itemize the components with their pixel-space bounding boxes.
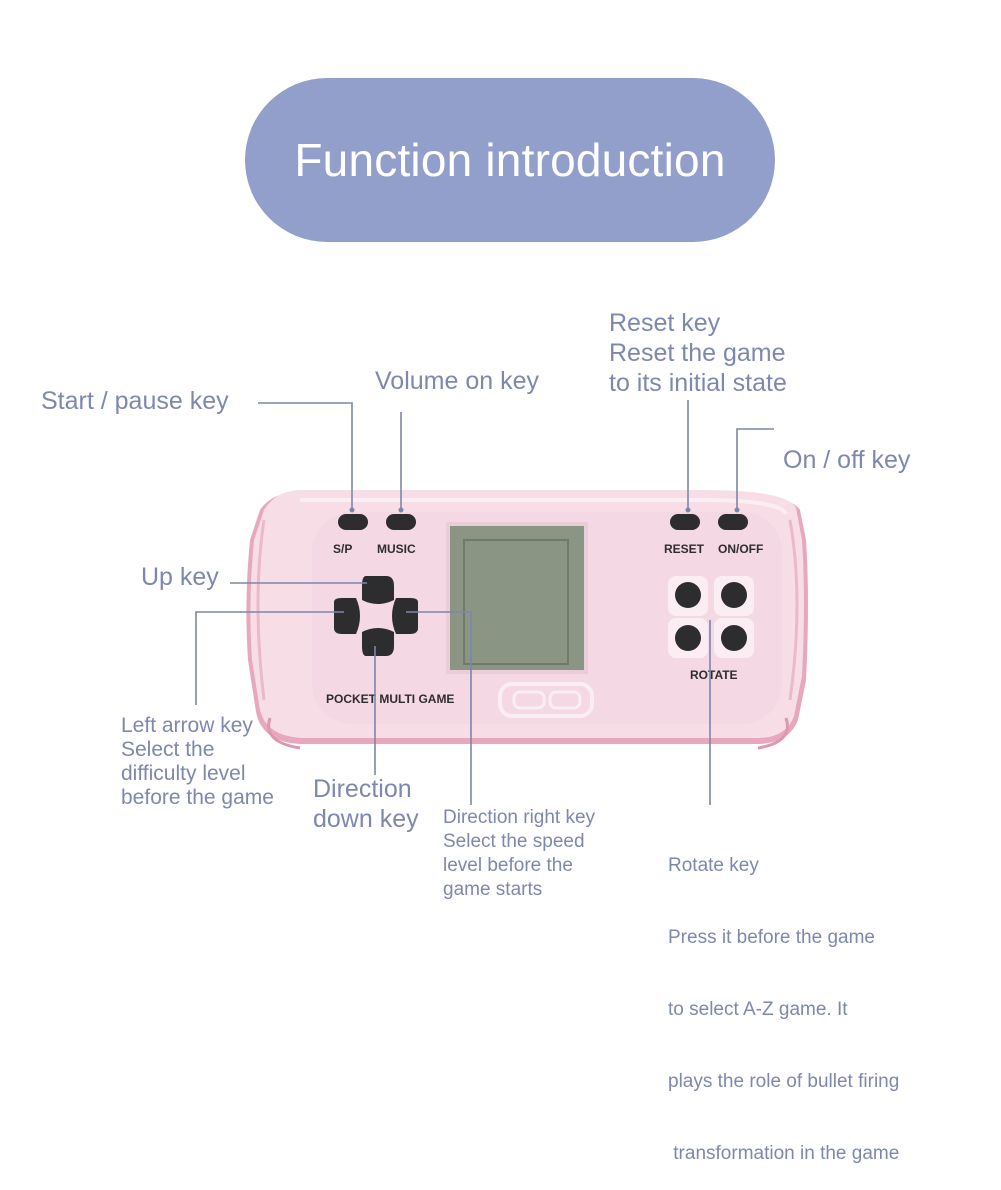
on-off-label: On / off key <box>783 446 911 474</box>
reset-label: RESET <box>664 542 705 556</box>
reset-key-label: Reset key Reset the game to its initial … <box>609 309 787 397</box>
left-key[interactable] <box>334 598 360 634</box>
lcd-screen <box>446 522 588 674</box>
right-key[interactable] <box>392 598 418 634</box>
onoff-label: ON/OFF <box>718 542 763 556</box>
up-key-label: Up key <box>141 563 219 591</box>
leader-onoff <box>736 428 774 510</box>
rotate-key[interactable] <box>721 625 747 651</box>
direction-right-label: Direction right key Select the speed lev… <box>443 807 596 900</box>
rotate-label: ROTATE <box>690 668 738 682</box>
start-pause-label: Start / pause key <box>41 387 229 415</box>
up-key[interactable] <box>362 576 394 604</box>
page-title: Function introduction <box>294 134 726 186</box>
sp-label: S/P <box>333 542 352 556</box>
leader-right <box>406 611 472 805</box>
music-label: MUSIC <box>377 542 416 556</box>
device-diagram: S/P MUSIC RESET ON/OFF ROTATE POCKET MUL… <box>195 400 808 805</box>
music-button[interactable] <box>386 514 416 530</box>
leader-start-pause <box>258 402 353 510</box>
leader-left <box>195 611 344 705</box>
onoff-button[interactable] <box>718 514 748 530</box>
left-arrow-label: Left arrow key Select the difficulty lev… <box>121 714 274 809</box>
logo-pill-icon <box>498 682 594 718</box>
rotate-button-cluster <box>668 576 754 658</box>
direction-pad <box>334 576 418 656</box>
brand-label: POCKET MULTI GAME <box>326 692 454 706</box>
rotate-key[interactable] <box>675 625 701 651</box>
direction-down-label: Direction down key <box>313 775 419 833</box>
volume-on-label: Volume on key <box>375 367 539 395</box>
rotate-key-label: Rotate key Press it before the game to s… <box>668 855 900 1164</box>
rotate-key[interactable] <box>675 582 701 608</box>
leader-lines <box>195 400 774 805</box>
sp-button[interactable] <box>338 514 368 530</box>
title-banner: Function introduction <box>245 78 775 242</box>
down-key[interactable] <box>362 628 394 656</box>
reset-button[interactable] <box>670 514 700 530</box>
rotate-key[interactable] <box>721 582 747 608</box>
